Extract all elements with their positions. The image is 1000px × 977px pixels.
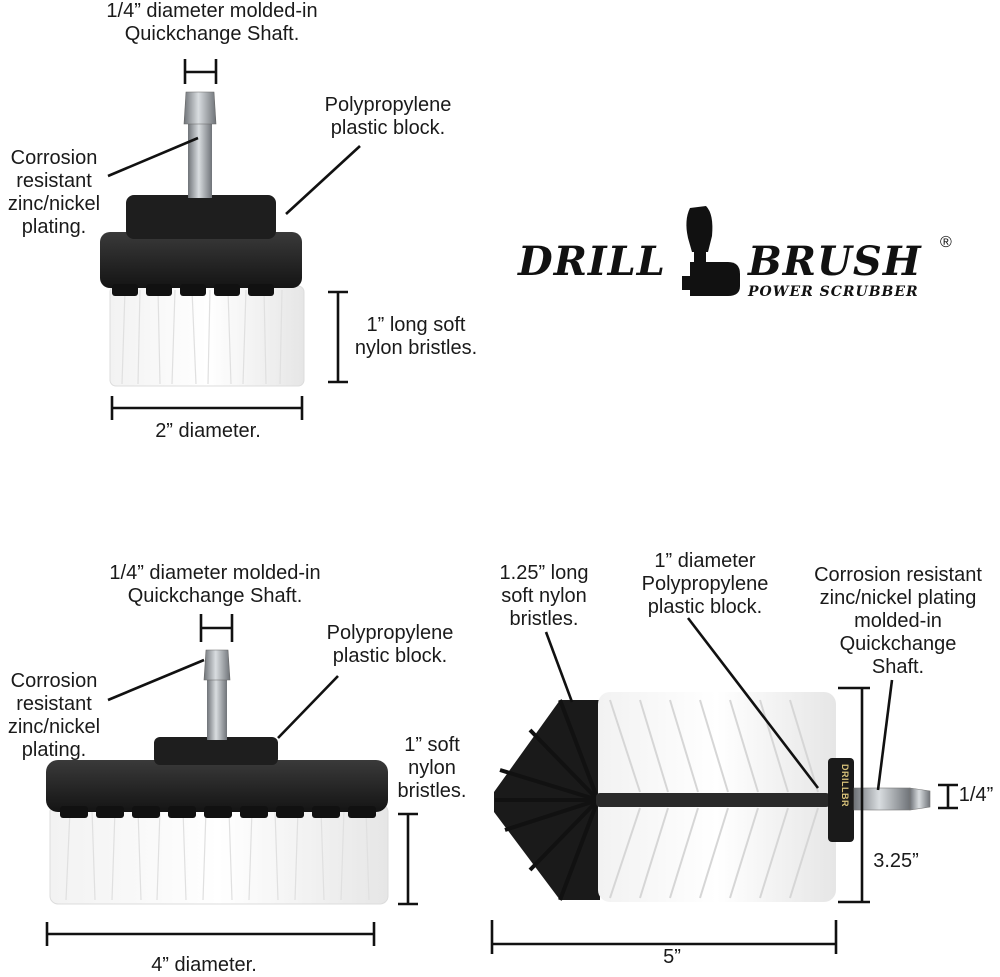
cylinder-brush-image [494, 692, 931, 902]
large-block-label: Polypropylene plastic block. [326, 622, 454, 667]
logo-word-drill: DRILL [518, 238, 666, 285]
small-shaft-label: 1/4” diameter molded-in Quickchange Shaf… [106, 0, 318, 45]
cylinder-plating-label: Corrosion resistant zinc/nickel plating … [814, 564, 982, 678]
cylinder-bristles-label: 1.25” long soft nylon bristles. [499, 562, 589, 630]
large-plating-label: Corrosion resistant zinc/nickel plating. [7, 670, 101, 761]
logo-registered-mark: ® [940, 234, 952, 251]
large-brush-image [46, 649, 389, 905]
large-shaft-label: 1/4” diameter molded-in Quickchange Shaf… [109, 562, 321, 607]
cylinder-brush-callouts [490, 617, 958, 954]
large-diameter-label: 4” diameter. [151, 954, 257, 976]
cylinder-shaft-size-label: 1/4” [958, 784, 994, 806]
logo-tagline: POWER SCRUBBER [748, 284, 919, 300]
small-diameter-label: 2” diameter. [155, 420, 261, 442]
logo-word-brush: BRUSH [748, 238, 922, 285]
small-brush-image [100, 91, 305, 387]
cylinder-height-label: 3.25” [873, 850, 919, 872]
large-brush-callouts [45, 614, 418, 946]
small-plating-label: Corrosion resistant zinc/nickel plating. [7, 147, 101, 238]
small-bristles-label: 1” long soft nylon bristles. [354, 314, 478, 359]
cylinder-length-label: 5” [663, 946, 681, 968]
large-bristles-label: 1” soft nylon bristles. [397, 734, 467, 802]
drill-logo-icon [682, 206, 740, 296]
cylinder-block-label: 1” diameter Polypropylene plastic block. [641, 550, 769, 618]
small-block-label: Polypropylene plastic block. [324, 94, 452, 139]
small-brush-callouts [107, 59, 361, 420]
cylinder-handle-brand-text: DRILLBR [840, 764, 850, 807]
